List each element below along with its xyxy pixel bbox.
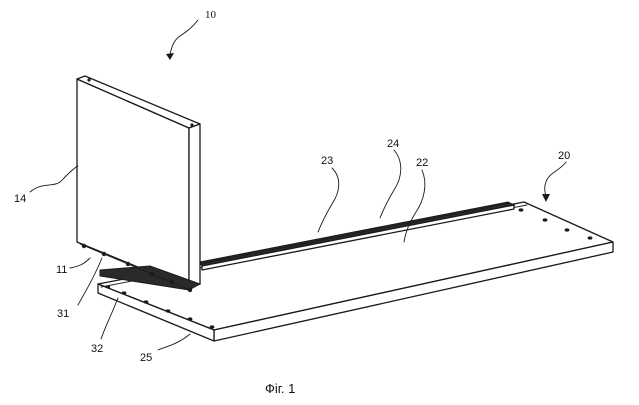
leader-23 [317,167,340,233]
fastener [187,287,193,293]
label-14: 14 [14,193,26,205]
hole [143,300,149,304]
arrowhead-10 [166,53,174,60]
figure-caption: Фіг. 1 [265,381,295,396]
reference-numerals: 10 14 11 31 32 25 23 24 22 20 [14,9,570,364]
label-24: 24 [387,138,399,150]
hole [564,228,570,232]
fastener [169,279,175,285]
rail-front [201,204,515,271]
fastener [149,271,155,277]
leader-24 [379,149,402,219]
fastener [101,251,107,257]
rail-highlight [203,202,511,264]
label-10: 10 [205,9,217,21]
leader-31 [77,257,103,306]
hole [87,78,91,82]
fastener [81,243,87,249]
base-plate [97,201,614,342]
hole [209,325,215,329]
label-22: 22 [416,157,428,169]
leader-25 [157,333,191,351]
leader-32 [100,297,119,340]
hole [190,123,194,127]
leader-lines [29,19,567,351]
panel-front-face [76,78,190,289]
label-31: 31 [57,308,69,320]
hole [121,291,127,295]
label-11: 11 [56,264,67,276]
base-left-face [97,283,215,342]
panel-side-face [188,123,201,289]
leader-10 [169,19,199,55]
label-32: 32 [91,343,103,355]
hole [542,218,548,222]
panel-fasteners [81,243,193,293]
panel [76,75,201,289]
rail [199,201,516,271]
base-holes [105,208,593,329]
hole [587,236,593,240]
leader-22 [403,169,426,243]
leader-20 [544,161,567,197]
hole [165,309,171,313]
leader-14 [29,165,79,193]
label-23: 23 [321,155,333,167]
hole [105,285,111,289]
label-20: 20 [558,150,570,162]
hole [187,317,193,321]
label-25: 25 [140,352,152,364]
arrowhead-20 [542,194,550,202]
hole [518,208,524,212]
leader-11 [69,257,91,269]
fastener [125,261,131,267]
